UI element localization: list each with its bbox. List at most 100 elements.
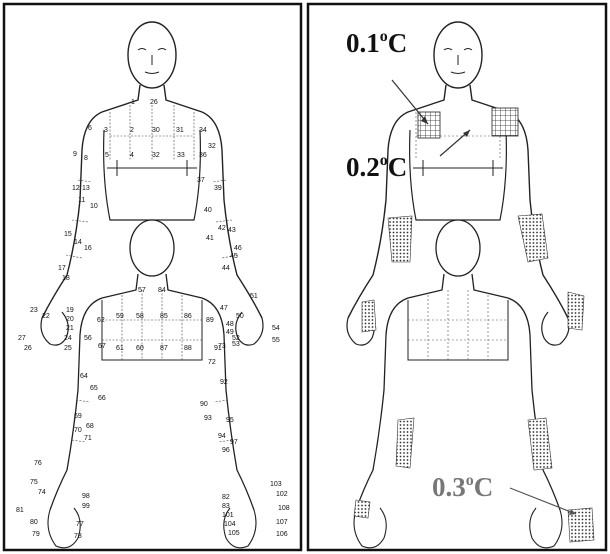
zone-number: 16	[84, 245, 92, 252]
zone-number: 82	[222, 494, 230, 501]
zone-number: 40	[204, 207, 212, 214]
zone-number: 50	[236, 313, 244, 320]
zone-number: 34	[199, 127, 207, 134]
zone-number: 30	[152, 127, 160, 134]
zone-number: 89	[206, 317, 214, 324]
zone-number: 1	[131, 99, 135, 106]
zone-number: 17	[58, 265, 66, 272]
zone-number: 93	[204, 415, 212, 422]
zone-number: 31	[176, 127, 184, 134]
zone-number: 45	[230, 253, 238, 260]
zone-number: 54	[272, 325, 280, 332]
zone-number: 4	[130, 152, 134, 159]
zone-number: 14	[74, 239, 82, 246]
zone-number: 44	[222, 265, 230, 272]
zone-number: 80	[30, 519, 38, 526]
zone-number: 37	[197, 177, 205, 184]
zone-number: 9	[73, 151, 77, 158]
zone-number: 102	[276, 491, 288, 498]
zone-number: 26	[24, 345, 32, 352]
zone-number: 81	[16, 507, 24, 514]
zone-number: 108	[278, 505, 290, 512]
zone-number: 106	[276, 531, 288, 538]
zone-number: 55	[272, 337, 280, 344]
zone-number: 65	[90, 385, 98, 392]
zone-number: 3	[104, 127, 108, 134]
zone-number: 95	[226, 417, 234, 424]
zone-number: 46	[234, 245, 242, 252]
zone-number: 25	[64, 345, 72, 352]
right-panel: 0.1oC 0.2oC 0.3oC	[308, 4, 606, 550]
zone-number: 85	[160, 313, 168, 320]
zone-number: 41	[206, 235, 214, 242]
zone-number: 94	[218, 433, 226, 440]
left-forearm-dotted-zone	[388, 216, 412, 262]
zone-number: 32	[152, 152, 160, 159]
zone-number: 51	[250, 293, 258, 300]
zone-number: 64	[80, 373, 88, 380]
zone-number: 26	[150, 99, 158, 106]
zone-number: 98	[82, 493, 90, 500]
zone-number: 62	[97, 317, 105, 324]
zone-number: 33	[177, 152, 185, 159]
zone-number: 61	[116, 345, 124, 352]
zone-number: 15	[64, 231, 72, 238]
annotation-label: 0.3oC	[432, 472, 493, 502]
zone-number: 27	[18, 335, 26, 342]
right-hand-dotted-zone	[568, 292, 584, 330]
zone-number: 73	[218, 343, 226, 350]
zone-number: 103	[270, 481, 282, 488]
zone-number: 66	[98, 395, 106, 402]
zone-number: 20	[66, 316, 74, 323]
zone-number: 78	[74, 533, 82, 540]
zone-number: 39	[214, 185, 222, 192]
zone-number: 96	[222, 447, 230, 454]
zone-number: 75	[30, 479, 38, 486]
zone-number: 42	[218, 225, 226, 232]
zone-number: 101	[222, 512, 234, 519]
zone-number: 92	[220, 379, 228, 386]
zone-number: 8	[84, 155, 88, 162]
zone-number: 97	[230, 439, 238, 446]
annotation-label: 0.2oC	[346, 152, 407, 182]
zone-number: 104	[224, 521, 236, 528]
zone-number: 60	[136, 345, 144, 352]
zone-number: 86	[184, 313, 192, 320]
zone-number: 88	[184, 345, 192, 352]
zone-number: 5	[105, 152, 109, 159]
zone-number: 24	[64, 335, 72, 342]
zone-number: 11	[78, 197, 85, 204]
zone-number: 68	[86, 423, 94, 430]
zone-number: 21	[66, 325, 74, 332]
zone-number: 84	[158, 287, 166, 294]
zone-number: 47	[220, 305, 228, 312]
zone-number: 2	[130, 127, 134, 134]
zone-number: 87	[160, 345, 168, 352]
zone-number: 56	[84, 335, 92, 342]
zone-number: 13	[82, 185, 90, 192]
zone-number: 79	[32, 531, 40, 538]
zone-number: 12	[72, 185, 80, 192]
zone-number: 105	[228, 530, 240, 537]
zone-number: 6	[88, 125, 92, 132]
zone-number: 36	[199, 152, 207, 159]
zone-number: 23	[30, 307, 38, 314]
zone-number: 107	[276, 519, 288, 526]
zone-number: 74	[38, 489, 46, 496]
zone-number: 19	[66, 307, 74, 314]
zone-number: 43	[228, 227, 236, 234]
zone-number: 58	[136, 313, 144, 320]
zone-number: 70	[74, 427, 82, 434]
zone-number: 99	[82, 503, 90, 510]
zone-number: 71	[84, 435, 92, 442]
zone-number: 77	[76, 521, 84, 528]
zone-number: 32	[208, 143, 216, 150]
zone-number: 69	[74, 413, 82, 420]
zone-number: 72	[208, 359, 216, 366]
zone-number: 67	[98, 343, 106, 350]
zone-number: 48	[226, 321, 234, 328]
right-chest-grid-zone	[492, 108, 518, 136]
zone-number: 10	[90, 203, 98, 210]
annotation-label: 0.1oC	[346, 28, 407, 58]
zone-number: 90	[200, 401, 208, 408]
